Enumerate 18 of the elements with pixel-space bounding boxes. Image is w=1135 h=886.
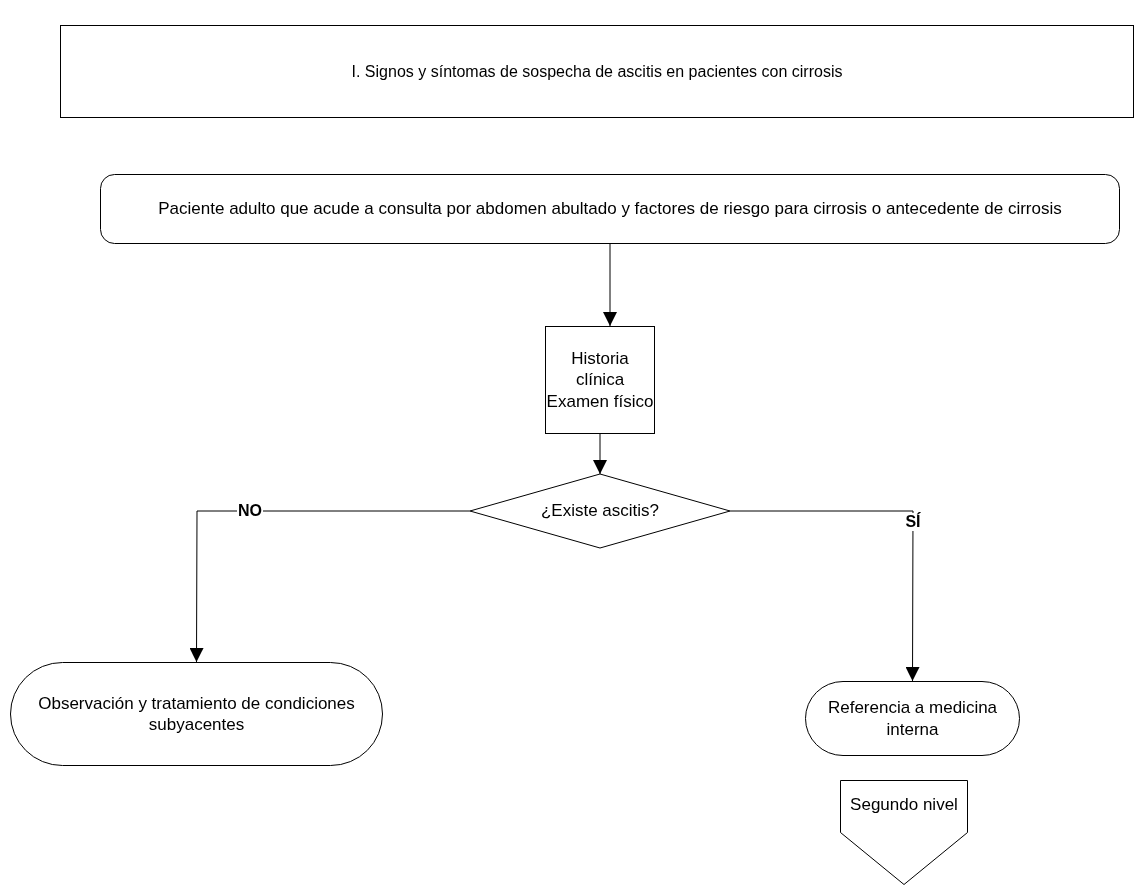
arrow — [729, 510, 920, 682]
off-page-connector — [840, 780, 968, 885]
node-text: Examen físico — [546, 390, 654, 412]
arrow — [593, 433, 607, 475]
decision-diamond — [470, 474, 730, 548]
node-text: Segundo nivel — [850, 794, 958, 816]
arrow — [189, 510, 471, 663]
node-text: ¿Existe ascitis? — [540, 500, 660, 522]
node-text: Observación y tratamiento de condiciones subyacentes — [37, 692, 356, 736]
node-text: Historia clínica — [570, 348, 630, 391]
node-text: Referencia a medicina interna — [826, 697, 999, 740]
process-box — [545, 326, 655, 434]
start-box — [100, 174, 1120, 244]
arrow — [603, 243, 617, 327]
node-text: I. Signos y síntomas de sospecha de ascitis en pacientes con cirrosis — [351, 61, 843, 82]
edge-label: SÍ — [904, 513, 922, 531]
node-text: Paciente adulto que acude a consulta por abdomen abultado y factores de riesgo para cirrosis o antecedente de cirrosis — [158, 198, 1062, 220]
title-box — [60, 25, 1134, 118]
